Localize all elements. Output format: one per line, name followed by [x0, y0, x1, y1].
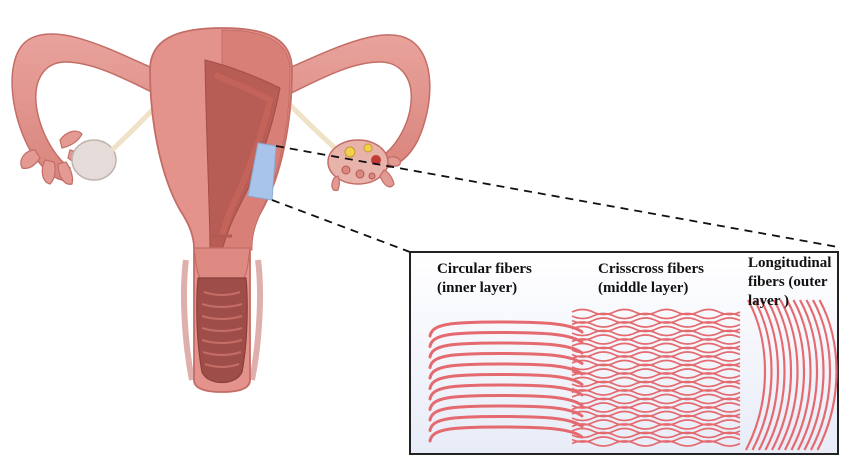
label-circular-line1: Circular fibers [437, 260, 587, 279]
uterus-illustration [12, 28, 430, 392]
right-ovarian-ligament [290, 105, 335, 148]
label-longitudinal-line1: Longitudinal [748, 254, 848, 273]
callout-line-top [276, 146, 838, 247]
label-longitudinal-line3: layer ) [748, 292, 848, 311]
label-crisscross-fibers: Crisscross fibers (middle layer) [598, 260, 748, 298]
callout-line-bottom [272, 200, 410, 252]
label-circular-fibers: Circular fibers (inner layer) [437, 260, 587, 298]
label-crisscross-line2: (middle layer) [598, 279, 748, 298]
label-longitudinal-line2: fibers (outer [748, 273, 848, 292]
label-crisscross-line1: Crisscross fibers [598, 260, 748, 279]
label-longitudinal-fibers: Longitudinal fibers (outer layer ) [748, 254, 848, 311]
cervix [194, 248, 250, 278]
label-circular-line2: (inner layer) [437, 279, 587, 298]
left-ovary [72, 140, 116, 180]
